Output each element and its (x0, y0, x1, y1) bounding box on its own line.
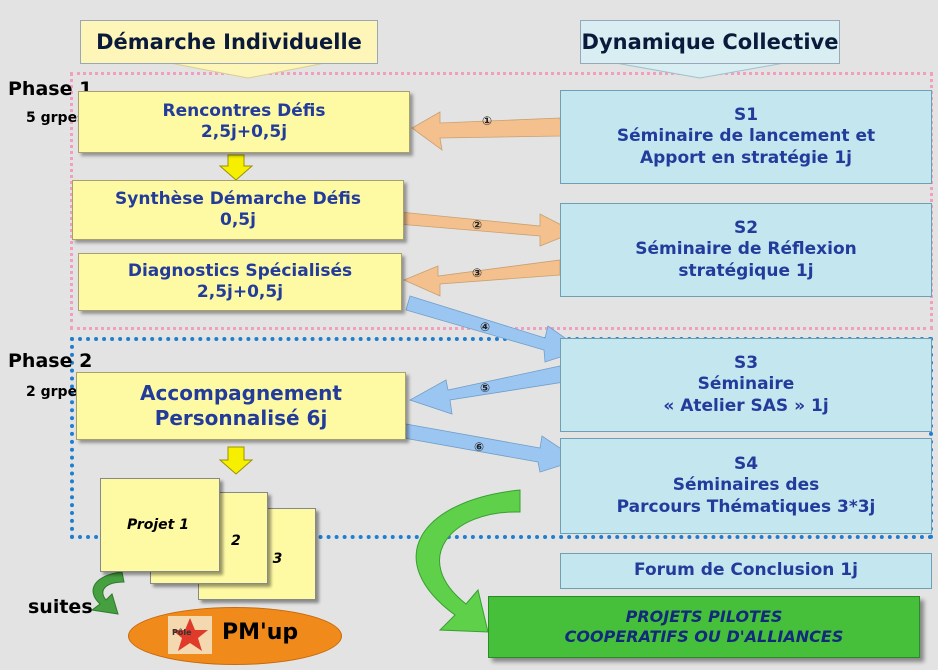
step-rencontres-defis: Rencontres Défis 2,5j+0,5j (78, 91, 410, 153)
pmup-logo-icon: Pôle (168, 616, 212, 654)
phase2-groups: 2 grpes (26, 384, 86, 400)
seminar-s3-line1: Séminaire (697, 374, 795, 395)
seminar-s4-line2: Parcours Thématiques 3*3j (616, 496, 876, 517)
arrow-number-1: ① (482, 114, 493, 128)
project-1-card: Projet 1 (100, 478, 220, 572)
pmup-label: PM'up (222, 620, 299, 645)
forum-conclusion: Forum de Conclusion 1j (560, 553, 932, 589)
pmup-logo-text: Pôle (172, 628, 192, 637)
step-4-line2: Personnalisé 6j (154, 406, 328, 430)
step-synthese-demarche: Synthèse Démarche Défis 0,5j (72, 180, 404, 240)
arrow-6 (403, 423, 579, 473)
arrow-4 (405, 295, 583, 363)
seminar-s2: S2 Séminaire de Réflexion stratégique 1j (560, 203, 932, 297)
phase1-groups: 5 grpes (26, 110, 86, 126)
project-2-label: 2 (231, 533, 241, 549)
suites-label: suites (28, 596, 93, 618)
outcome-line2: COOPERATIFS OU D'ALLIANCES (564, 627, 844, 646)
seminar-s3-code: S3 (733, 353, 759, 374)
star-logo-icon (168, 616, 212, 654)
step-2-line1: Synthèse Démarche Défis (115, 188, 361, 209)
seminar-s1-line1: Séminaire de lancement et (616, 126, 876, 147)
step-1-line1: Rencontres Défis (162, 100, 326, 121)
arrow-5 (409, 365, 565, 415)
seminar-s2-line2: stratégique 1j (678, 260, 814, 281)
arrow-number-6: ⑥ (474, 440, 485, 454)
seminar-s4: S4 Séminaires des Parcours Thématiques 3… (560, 438, 932, 534)
seminar-s4-code: S4 (733, 454, 759, 475)
phase2-label: Phase 2 (8, 350, 93, 372)
header-collective: Dynamique Collective (580, 20, 840, 64)
seminar-s2-line1: Séminaire de Réflexion (635, 239, 857, 260)
step-diagnostics: Diagnostics Spécialisés 2,5j+0,5j (78, 253, 402, 311)
arrow-3 (402, 259, 561, 297)
arrow-number-4: ④ (480, 320, 491, 334)
seminar-s1-line2: Apport en stratégie 1j (639, 147, 852, 168)
seminar-s1: S1 Séminaire de lancement et Apport en s… (560, 90, 932, 184)
step-1-line2: 2,5j+0,5j (200, 122, 288, 142)
seminar-s1-code: S1 (733, 105, 759, 126)
arrow-number-3: ③ (472, 266, 483, 280)
project-1-label: Projet 1 (127, 517, 189, 533)
header-individual: Démarche Individuelle (80, 20, 378, 64)
step-accompagnement: Accompagnement Personnalisé 6j (76, 372, 406, 440)
header-down-arrows (164, 61, 791, 79)
green-suites-arrow (90, 571, 125, 615)
seminar-s2-code: S2 (733, 218, 759, 239)
outcome-box: PROJETS PILOTES COOPERATIFS OU D'ALLIANC… (488, 596, 920, 658)
green-curve-arrow (415, 489, 521, 633)
step-3-line2: 2,5j+0,5j (196, 282, 284, 302)
step-2-line2: 0,5j (220, 210, 256, 230)
arrow-2 (397, 211, 576, 247)
outcome-line1: PROJETS PILOTES (625, 607, 783, 626)
arrow-1 (411, 111, 563, 151)
arrow-number-5: ⑤ (480, 381, 491, 395)
seminar-s4-line1: Séminaires des (672, 475, 820, 496)
seminar-s3-line2: « Atelier SAS » 1j (663, 395, 829, 416)
seminar-s3: S3 Séminaire « Atelier SAS » 1j (560, 338, 932, 432)
down-arrow-2 (218, 446, 254, 475)
step-3-line1: Diagnostics Spécialisés (127, 260, 353, 281)
phase1-label: Phase 1 (8, 78, 93, 100)
pmup-ellipse (128, 607, 342, 665)
down-arrow-1 (218, 154, 254, 181)
arrow-number-2: ② (472, 218, 483, 232)
step-4-line1: Accompagnement (140, 381, 342, 405)
